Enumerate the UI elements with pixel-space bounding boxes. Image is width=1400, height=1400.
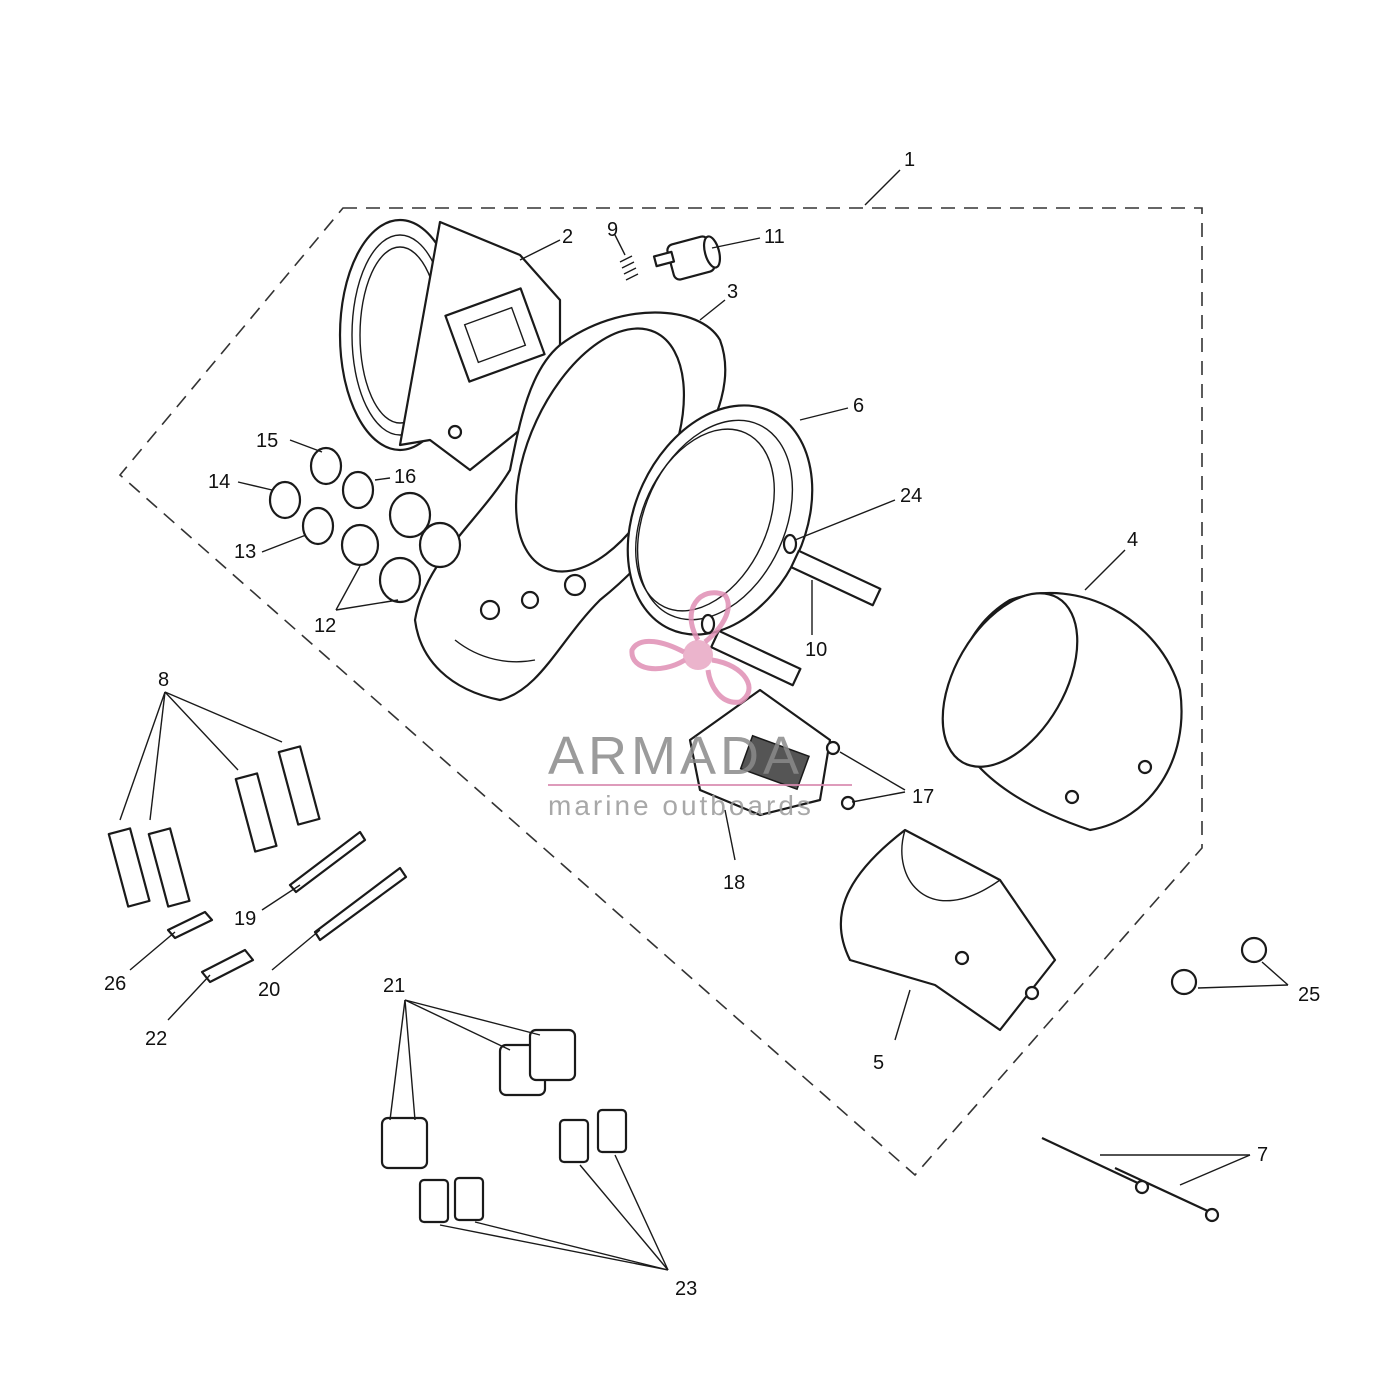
part-8-bolts — [107, 745, 321, 908]
callout-22: 22 — [145, 1028, 167, 1050]
callout-18: 18 — [723, 872, 745, 894]
part-17-screws — [825, 740, 856, 811]
callout-6: 6 — [853, 395, 864, 417]
part-4-cup-cover — [941, 591, 1183, 832]
callout-17: 17 — [912, 786, 934, 808]
callout-4: 4 — [1127, 529, 1138, 551]
part-18-sensor-module — [688, 688, 832, 817]
part-12-bushings — [340, 491, 462, 604]
callout-2: 2 — [562, 226, 573, 248]
callout-20: 20 — [258, 979, 280, 1001]
callout-16: 16 — [394, 466, 416, 488]
callout-15: 15 — [256, 430, 278, 452]
watermark-tagline: marine outboards — [548, 790, 814, 821]
callout-26: 26 — [104, 973, 126, 995]
callout-14: 14 — [208, 471, 230, 493]
callout-21: 21 — [383, 975, 405, 997]
callout-12: 12 — [314, 615, 336, 637]
callout-5: 5 — [873, 1052, 884, 1074]
part-11-knob — [652, 235, 722, 281]
watermark-brand: ARMADA — [548, 726, 803, 786]
callout-13: 13 — [234, 541, 256, 563]
part-24-washers — [700, 533, 798, 635]
leader-lines — [119, 169, 1289, 1271]
callout-3: 3 — [727, 281, 738, 303]
watermark: ARMADA marine outboards — [548, 590, 852, 821]
callout-24: 24 — [900, 485, 922, 507]
part-9-spring — [619, 255, 639, 281]
part-25-cap-nuts — [1170, 936, 1268, 996]
part-2-gauge-body — [338, 218, 562, 472]
callout-7: 7 — [1257, 1144, 1268, 1166]
callout-25: 25 — [1298, 984, 1320, 1006]
part-10-standoffs — [710, 549, 882, 687]
callout-23: 23 — [675, 1278, 697, 1300]
callout-11: 11 — [764, 226, 785, 248]
callout-10: 10 — [805, 639, 827, 661]
part-19-20-strips — [288, 830, 408, 942]
callout-1: 1 — [904, 149, 915, 171]
callout-8: 8 — [158, 669, 169, 691]
part-7-long-bolts — [1041, 1137, 1220, 1223]
assembly-boundary-outline — [118, 207, 1203, 1177]
callout-9: 9 — [607, 219, 618, 241]
propeller-logo-icon — [629, 590, 752, 705]
part-23-sleeves — [418, 1108, 628, 1224]
callout-19: 19 — [234, 908, 256, 930]
part-13-16-grommets — [268, 446, 375, 546]
part-5-bracket-cover — [839, 828, 1057, 1032]
part-21-collars — [380, 1028, 577, 1170]
callout-labels: 1 2 9 11 3 6 24 4 10 15 14 16 13 12 8 17… — [104, 149, 1320, 1300]
